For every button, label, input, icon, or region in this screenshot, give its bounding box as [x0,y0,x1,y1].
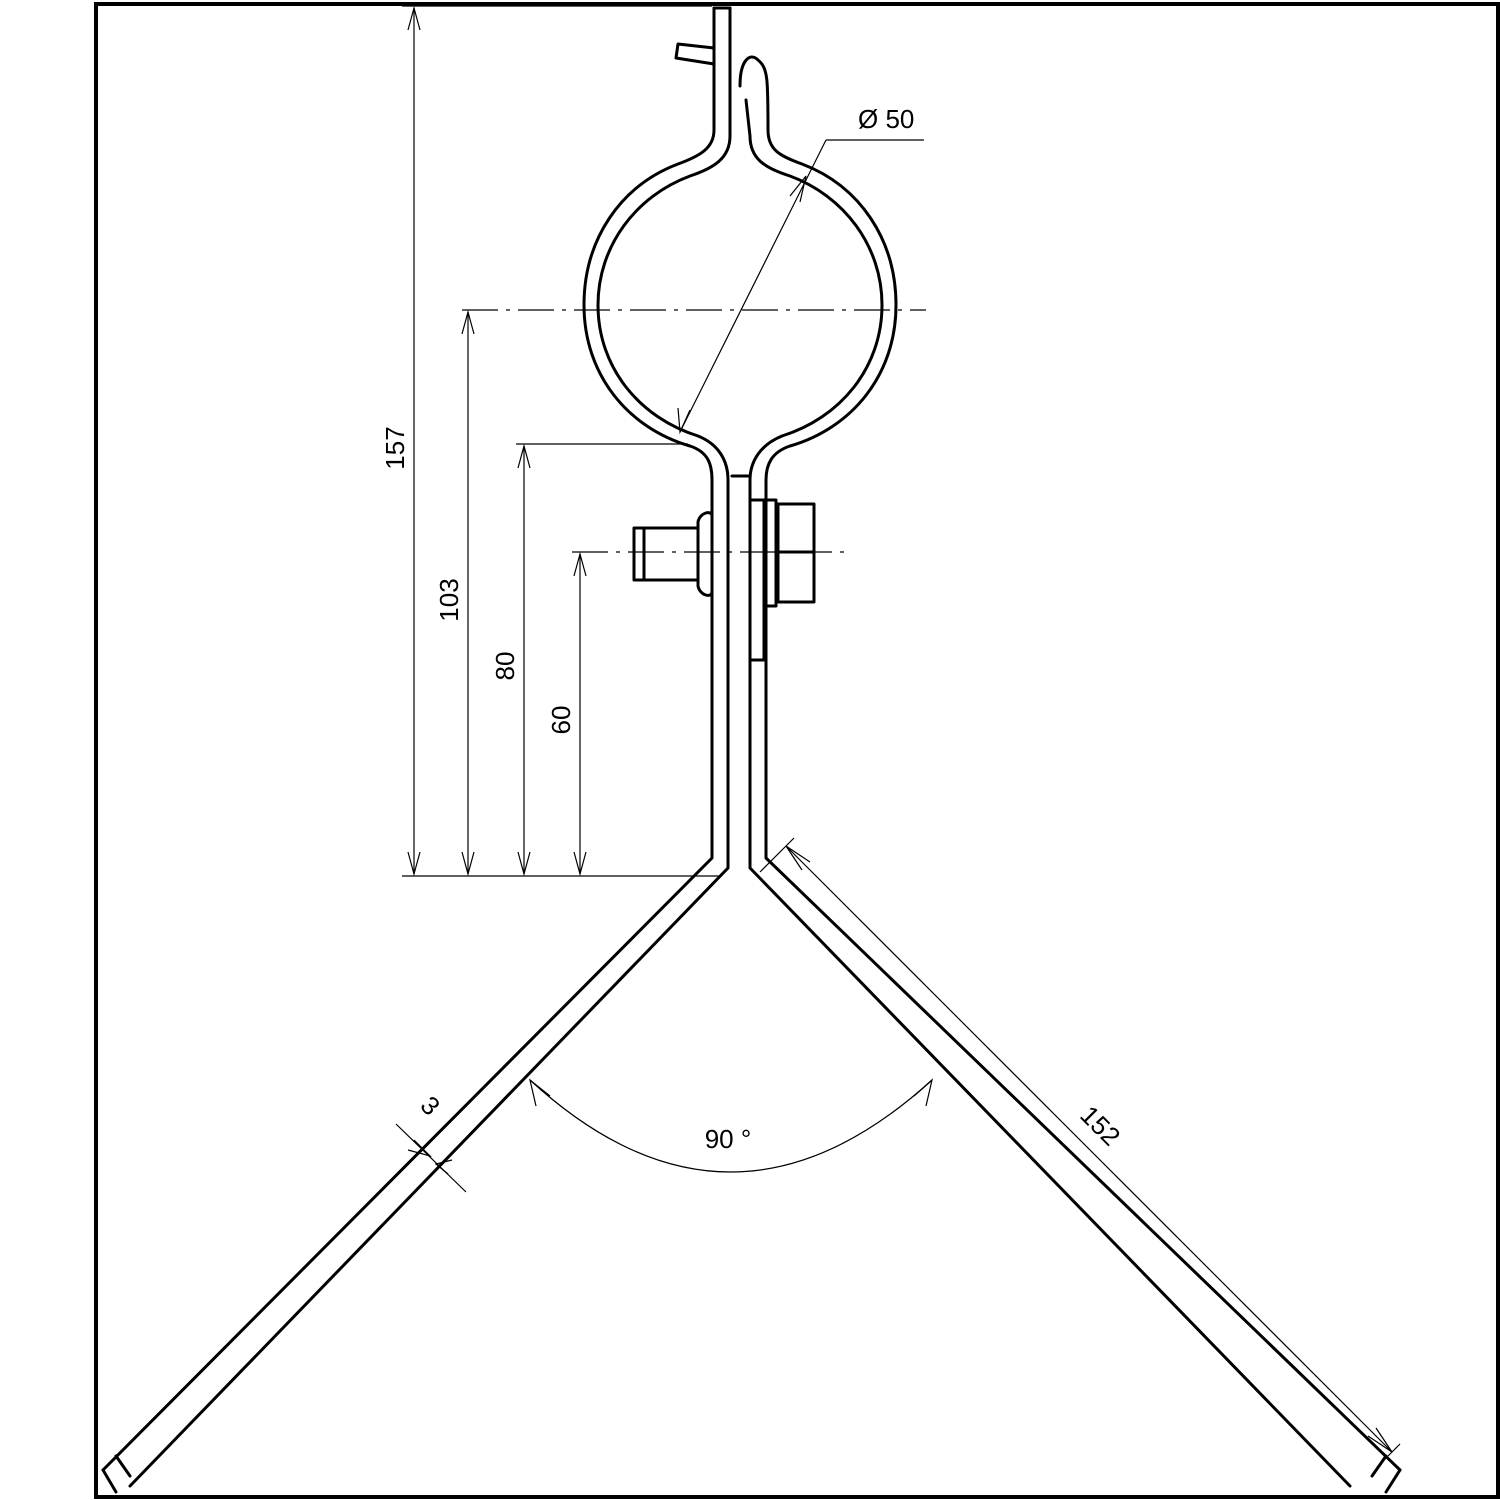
left-strap-outer [101,6,716,1472]
drawing-frame [94,2,1500,1499]
left-strap-inner [128,6,732,1488]
dim-diameter: Ø 50 [858,104,914,134]
left-strap-end-mark [114,1454,132,1478]
right-strap-outer [738,55,1402,1472]
bolt-head-left [696,511,714,597]
bolt-assembly [632,498,816,662]
dim-thickness: 3 [415,1090,446,1121]
dim-angle: 90 ° [705,1124,752,1154]
right-strap-end-mark [1370,1454,1388,1478]
right-strap-inner [744,98,1352,1488]
left-strap-end [101,1468,118,1494]
dim-152: 152 [1074,1100,1126,1152]
bolt-plate [762,498,778,608]
right-strap-end [1384,1468,1402,1494]
bolt-washer [748,498,766,662]
dim-103: 103 [434,578,464,621]
dim-60: 60 [546,706,576,735]
dim-157: 157 [380,426,410,469]
top-tab [674,42,716,66]
dim-80: 80 [490,652,520,681]
